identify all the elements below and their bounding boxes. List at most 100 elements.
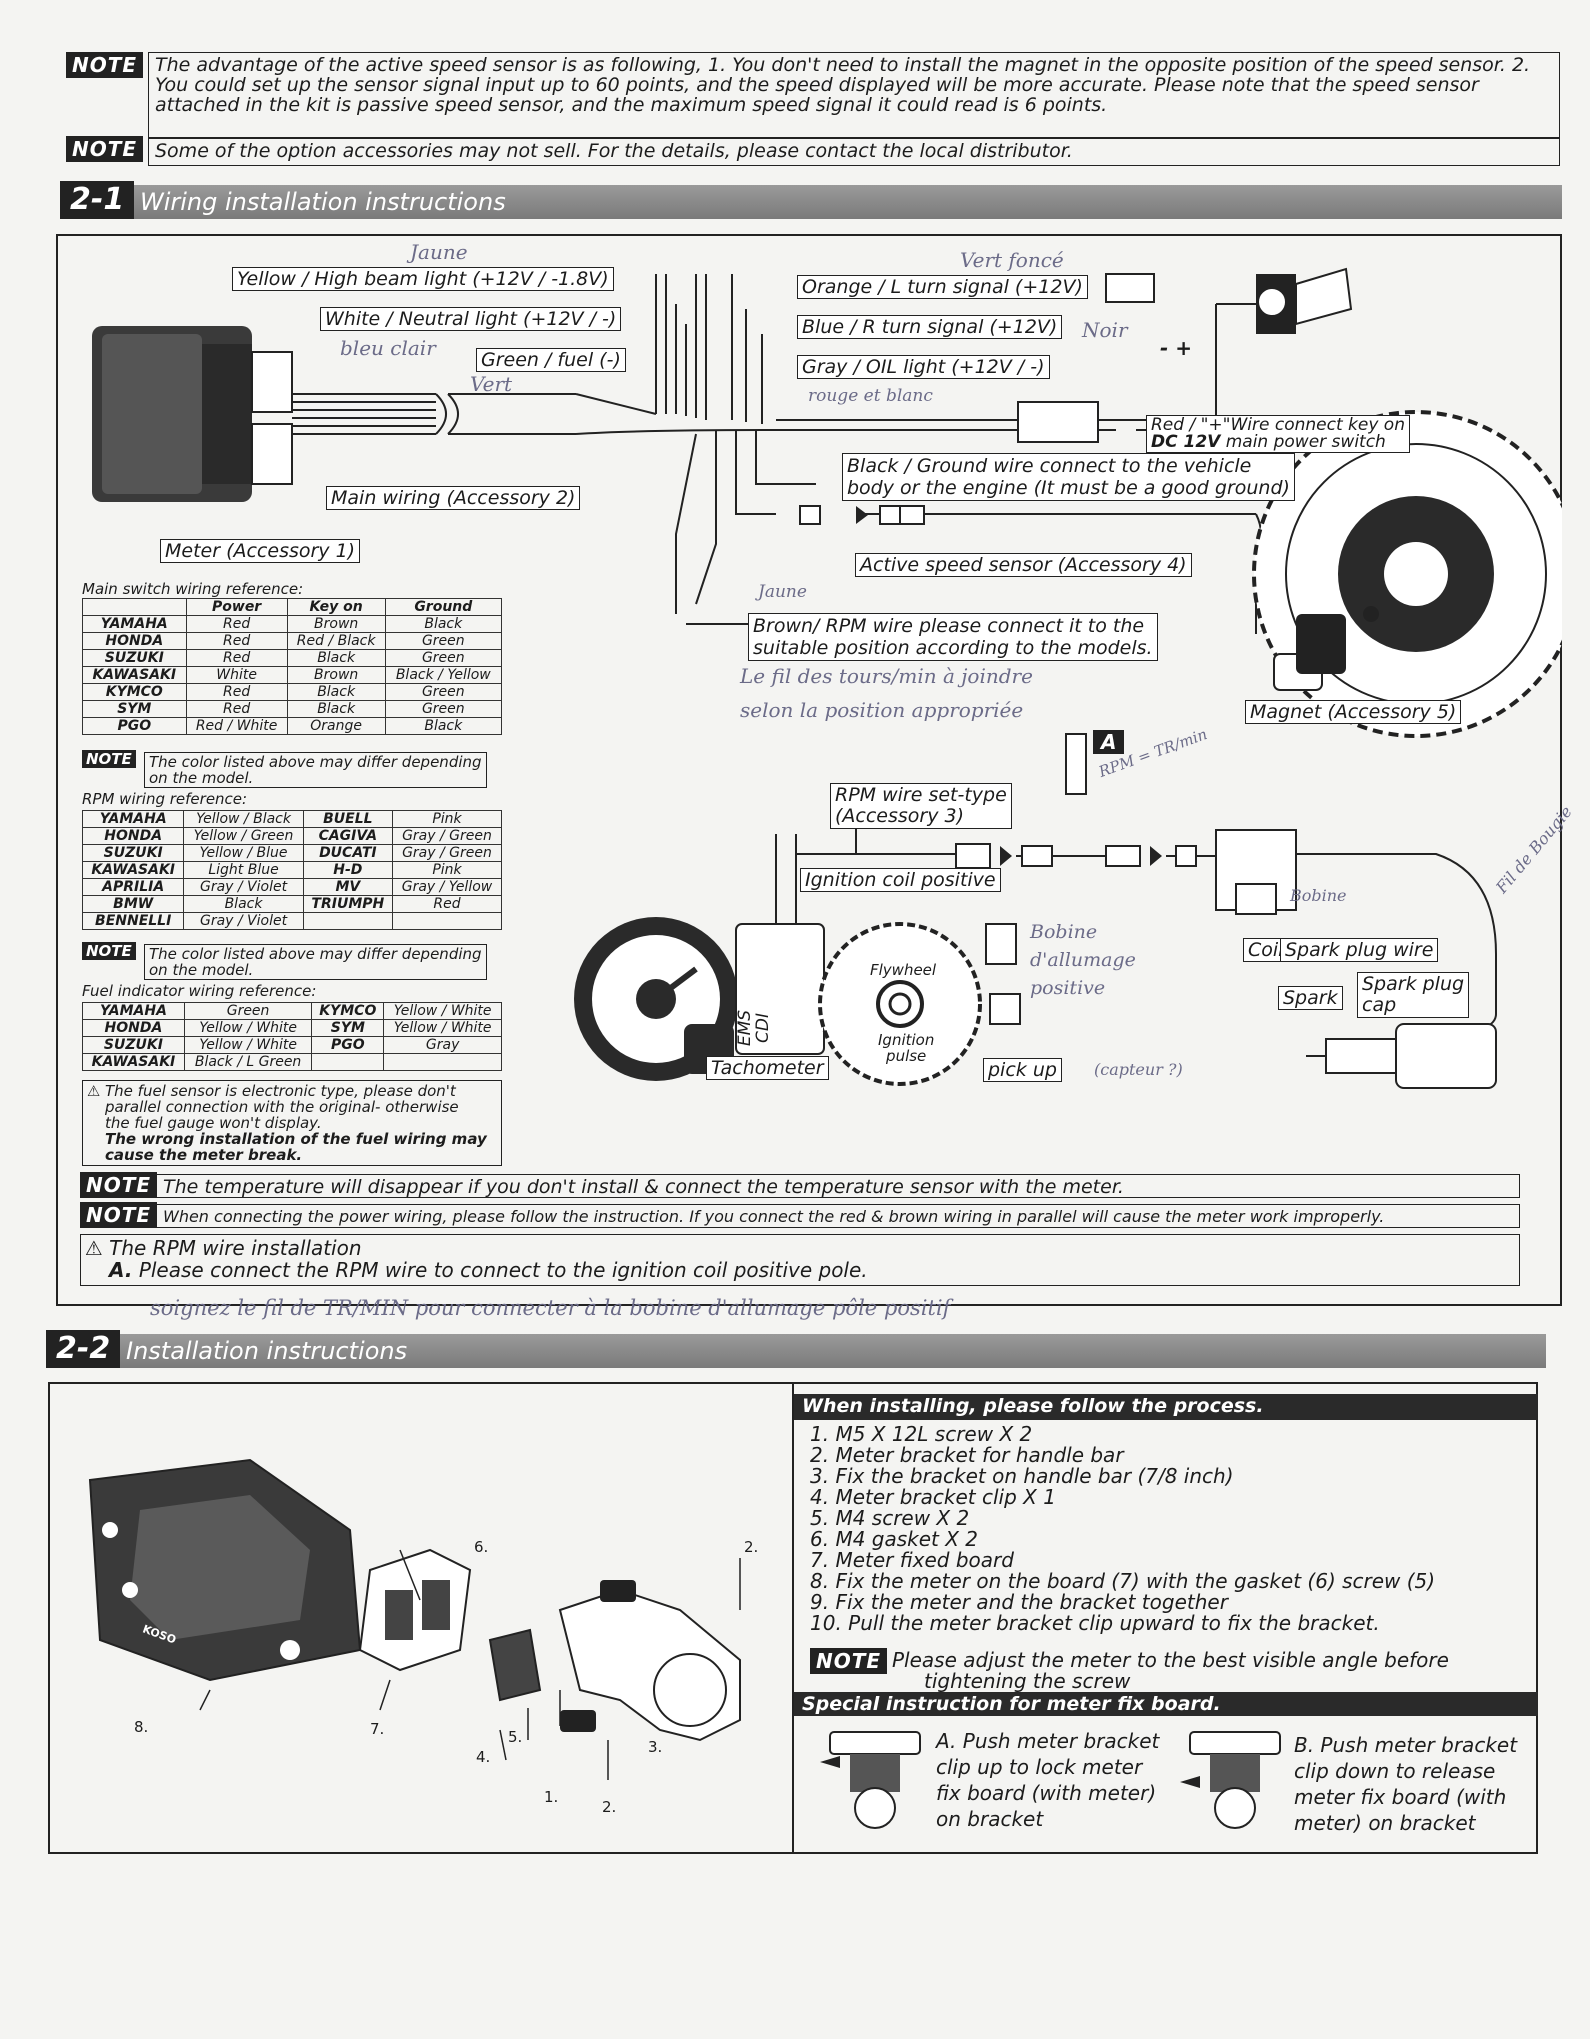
cell: Gray — [383, 1036, 502, 1054]
label-yellow-wire: Yellow / High beam light (+12V / -1.8V) — [232, 267, 614, 291]
fuel-warning-line2: parallel connection with the original- o… — [105, 1098, 459, 1116]
cell: Gray / Yellow — [391, 878, 503, 896]
cell: KYMCO — [311, 1002, 385, 1020]
note-tag: NOTE — [80, 1202, 158, 1228]
handwriting-vert: Vert — [470, 372, 513, 396]
wiring-diagram — [92, 267, 1562, 1089]
marker-a: A — [1093, 730, 1125, 754]
warning-icon: ⚠ — [87, 1082, 101, 1100]
rpm-install-title: The RPM wire installation — [109, 1236, 362, 1260]
install-step: 1. M5 X 12L screw X 2 — [810, 1422, 1033, 1446]
cell: Brown — [286, 666, 386, 684]
ignition-pulse-line1: Ignition — [878, 1031, 935, 1049]
cell: Yellow / White — [183, 1019, 313, 1037]
cell: SYM — [311, 1019, 385, 1037]
section-bar — [60, 185, 1562, 219]
cell: Yellow / White — [183, 1036, 313, 1054]
label-ems-cdi: EMS CDI — [735, 1010, 774, 1046]
cell: Red / Black — [286, 632, 386, 650]
brown-line2: suitable position according to the model… — [753, 637, 1153, 659]
install-divider — [792, 1382, 794, 1854]
black-line1: Black / Ground wire connect to the vehic… — [847, 455, 1252, 477]
note-line2: on the model. — [149, 769, 254, 787]
section-title: Wiring installation instructions — [140, 188, 506, 216]
label-main-wiring: Main wiring (Accessory 2) — [326, 486, 581, 510]
handwriting-jaune2: Jaune — [758, 582, 807, 602]
cell: YAMAHA — [82, 615, 187, 633]
bracket-release-illustration — [1180, 1731, 1281, 1829]
note-tag: NOTE — [66, 52, 144, 78]
install-step: 9. Fix the meter and the bracket togethe… — [810, 1590, 1228, 1614]
cell: DUCATI — [302, 844, 393, 862]
cell: Red / White — [185, 717, 288, 735]
clip-illustration — [488, 1628, 542, 1702]
label-pickup: pick up — [983, 1058, 1062, 1082]
note-line1: The color listed above may differ depend… — [149, 753, 482, 771]
cell: Red — [185, 632, 288, 650]
cell: APRILIA — [81, 878, 185, 896]
handwriting-capteur: (capteur ?) — [1094, 1060, 1183, 1079]
rpm-set-line1: RPM wire set-type — [835, 784, 1007, 806]
special-b-line3: meter fix board (with — [1294, 1785, 1507, 1809]
section-number: 2-1 — [60, 181, 135, 219]
cell: Red — [185, 615, 288, 633]
install-step: 8. Fix the meter on the board (7) with t… — [810, 1569, 1436, 1593]
install-step: 4. Meter bracket clip X 1 — [810, 1485, 1056, 1509]
cell: Black / L Green — [183, 1053, 313, 1071]
special-a-line2: clip up to lock meter — [936, 1755, 1143, 1779]
brown-line1: Brown/ RPM wire please connect it to the — [753, 615, 1145, 637]
handwriting-selon-position: selon la position appropriée — [740, 698, 1024, 722]
cell: HONDA — [82, 1019, 185, 1037]
special-a-line3: fix board (with meter) — [936, 1781, 1157, 1805]
label-red-wire: Red / "+"Wire connect key on DC 12V main… — [1146, 415, 1410, 453]
special-a-text: A. Push meter bracket clip up to lock me… — [936, 1728, 1159, 1832]
section-title: Installation instructions — [126, 1337, 408, 1365]
cell: Black — [286, 649, 386, 667]
cell: Gray / Violet — [183, 912, 304, 930]
special-b-line1: B. Push meter bracket — [1294, 1733, 1518, 1757]
fuel-table-title: Fuel indicator wiring reference: — [82, 982, 317, 1000]
cell: YAMAHA — [82, 1002, 185, 1020]
cell: Green — [183, 1002, 313, 1020]
cell: Black — [286, 683, 386, 701]
cell: Power — [185, 598, 288, 616]
cell: Yellow / Blue — [183, 844, 304, 862]
spark-cap-line1: Spark plug — [1362, 973, 1465, 995]
handwriting-bottom: soignez le fil de TR/MIN pour connecter … — [150, 1296, 951, 1320]
rpm-install-a-text: Please connect the RPM wire to connect t… — [138, 1258, 868, 1282]
cell: BENNELLI — [81, 912, 185, 930]
meter-body-illustration — [88, 1458, 362, 1682]
note-tag: NOTE — [810, 1648, 888, 1674]
label-ignition-coil: Ignition coil positive — [800, 868, 1001, 892]
handwriting-bobine-allumage: Bobine d'allumage positive — [1030, 918, 1136, 1002]
red-line2: DC 12V main power switch — [1151, 434, 1405, 451]
exploded-view — [88, 1458, 741, 1780]
handwriting-jaune: Jaune — [410, 240, 468, 264]
section-number: 2-2 — [46, 1330, 121, 1368]
cell: Red — [391, 895, 503, 913]
note-line1: The color listed above may differ depend… — [149, 945, 482, 963]
cell: PGO — [82, 717, 187, 735]
cdi-text: CDI — [753, 1013, 774, 1043]
fuel-warning: ⚠ The fuel sensor is electronic type, pl… — [82, 1080, 502, 1166]
fuel-warning-line5: cause the meter break. — [105, 1146, 303, 1164]
cell: Pink — [391, 861, 503, 879]
part-label-5: 5. — [508, 1728, 523, 1746]
install-step: 5. M4 screw X 2 — [810, 1506, 970, 1530]
label-spark-plug-wire: Spark plug wire — [1280, 938, 1439, 962]
cell: HONDA — [82, 632, 187, 650]
cell: Yellow / White — [383, 1019, 502, 1037]
cell — [391, 912, 503, 930]
hw-line3: positive — [1030, 977, 1106, 999]
note-temperature: The temperature will disappear if you do… — [156, 1174, 1520, 1198]
rpm-installation-box: ⚠ The RPM wire installation A. Please co… — [80, 1234, 1520, 1286]
special-a-line4: on bracket — [936, 1807, 1044, 1831]
cell: Pink — [391, 810, 503, 828]
label-brown-wire: Brown/ RPM wire please connect it to the… — [748, 613, 1158, 661]
note-tag: NOTE — [80, 1172, 158, 1198]
note-tag: NOTE — [82, 750, 136, 768]
handwriting-bleu-clair: bleu clair — [340, 336, 436, 360]
label-magnet: Magnet (Accessory 5) — [1245, 700, 1462, 724]
rpm-table-title: RPM wiring reference: — [82, 790, 248, 808]
cell: Brown — [286, 615, 386, 633]
